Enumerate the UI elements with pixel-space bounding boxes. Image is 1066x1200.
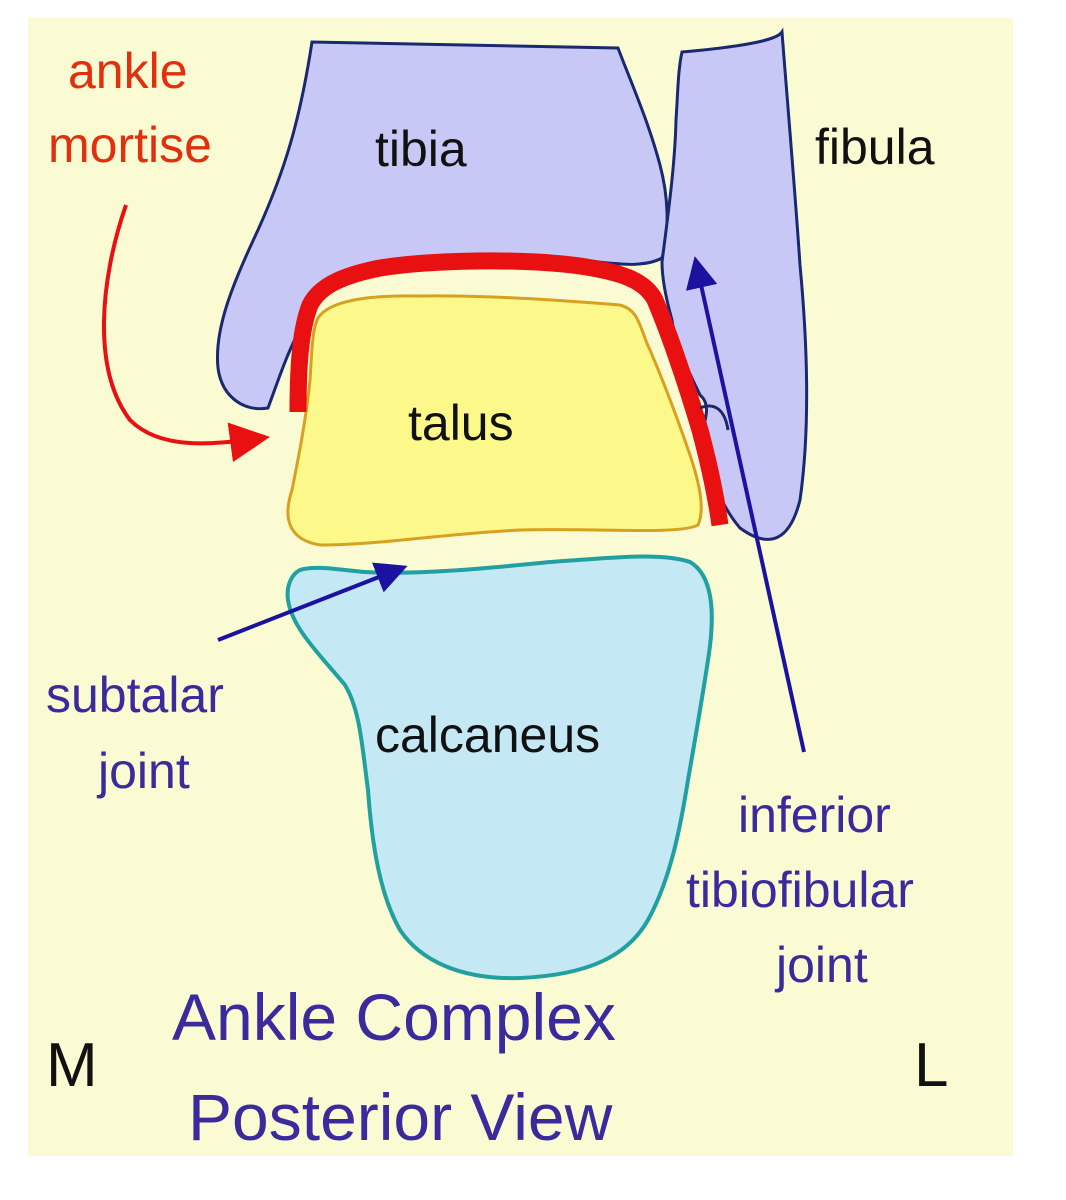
lateral-marker: L: [914, 1031, 948, 1100]
fibula-inner-contour: [699, 404, 730, 431]
tibiofibular-label-line3: joint: [774, 937, 868, 993]
medial-marker: M: [46, 1031, 98, 1100]
calcaneus-shape: [285, 554, 714, 981]
subtalar-label-line2: joint: [96, 743, 190, 799]
fibula-shape: [660, 27, 809, 541]
title-line1: Ankle Complex: [172, 980, 616, 1054]
talus-shape: [286, 294, 703, 547]
subtalar-label-line1: subtalar: [46, 667, 224, 723]
ankle-mortise-line: [289, 252, 729, 527]
subtalar-arrow: [217, 562, 408, 642]
tibiofibular-label-line1: inferior: [738, 787, 891, 843]
fibula-label: fibula: [815, 119, 935, 175]
talus-label: talus: [408, 395, 514, 451]
title-line2: Posterior View: [188, 1080, 613, 1154]
ankle-mortise-label-line1: ankle: [68, 43, 188, 99]
mortise-arrow: [102, 204, 270, 463]
ankle-mortise-label-line2: mortise: [48, 117, 212, 173]
tibia-label: tibia: [375, 121, 467, 177]
tibiofibular-label-line2: tibiofibular: [686, 862, 914, 918]
calcaneus-label: calcaneus: [375, 707, 600, 763]
tibiofibular-arrow: [685, 256, 806, 753]
